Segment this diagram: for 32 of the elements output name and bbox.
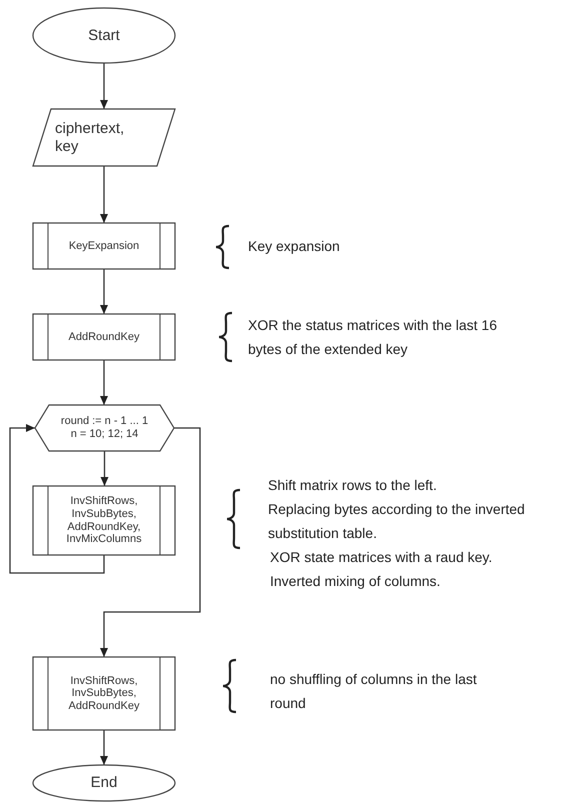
arrow: [100, 63, 108, 109]
process-box: [33, 314, 175, 360]
annotation-text: Shift matrix rows to the left.: [268, 476, 438, 495]
annotation-text: XOR state matrices with a raud key.: [269, 548, 494, 567]
node-label: Start: [88, 26, 120, 44]
loop-hexagon: [35, 405, 174, 451]
annotation-text: Key expansion: [248, 237, 341, 256]
process-box: [33, 657, 175, 730]
terminal-oval: [33, 8, 175, 63]
input-parallelogram: [33, 109, 175, 166]
annotation-text: XOR the status matrices with the last 16 bytes of the extended key: [248, 316, 498, 359]
node-label: round := n - 1 ... 1: [60, 415, 148, 428]
node-label: InvShiftRows, InvSubBytes, AddRoundKey, InvMixColumns: [65, 495, 143, 546]
node-label: n = 10; 12; 14: [70, 428, 138, 441]
arrow: [100, 427, 201, 657]
arrow: [100, 166, 108, 223]
node-label: KeyExpansion: [68, 240, 140, 252]
process-box: [33, 223, 175, 269]
arrow: [100, 730, 108, 765]
node-label: ciphertext, key: [55, 120, 126, 155]
node-label: AddRoundKey: [68, 330, 140, 344]
arrow: [100, 269, 108, 314]
annotation-text: Inverted mixing of columns.: [269, 572, 442, 591]
terminal-oval: [33, 765, 175, 801]
arrow: [100, 360, 108, 405]
process-box: [33, 486, 175, 555]
node-label: End: [90, 774, 118, 792]
annotation-text: Replacing bytes according to the inverted substitution table.: [268, 500, 526, 543]
arrow: [9, 424, 105, 574]
annotation-text: no shuffling of columns in the last round: [270, 670, 478, 713]
arrow: [100, 451, 108, 486]
node-label: InvShiftRows, InvSubBytes, AddRoundKey: [68, 674, 140, 712]
